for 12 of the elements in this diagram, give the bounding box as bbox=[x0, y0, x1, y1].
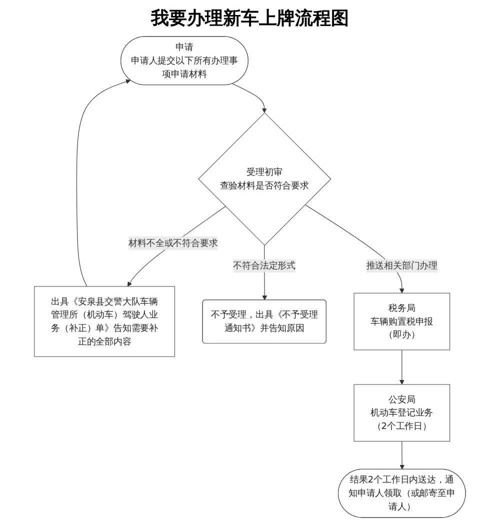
edge-label: 推送相关部门办理 bbox=[366, 260, 438, 271]
node-box: 公安局 机动车登记业务 （2个工作日） bbox=[354, 384, 450, 442]
node-box: 出具《安泉县交警大队车辆管理所（机动车）驾驶人业务（补正）单》告知需要补正的全部内容 bbox=[34, 286, 175, 357]
arrow bbox=[232, 83, 267, 113]
arrow bbox=[127, 206, 226, 287]
arrow bbox=[76, 79, 131, 287]
diagram-title: 我要办理新车上牌流程图 bbox=[150, 7, 350, 30]
arrow bbox=[399, 350, 404, 385]
edge-label: 不符合法定形式 bbox=[233, 260, 296, 271]
node-box: 税务局 车辆购置税申报 （即办） bbox=[354, 292, 450, 350]
edge-label: 材料不全或不符合要求 bbox=[128, 238, 218, 248]
arrow bbox=[400, 440, 405, 470]
